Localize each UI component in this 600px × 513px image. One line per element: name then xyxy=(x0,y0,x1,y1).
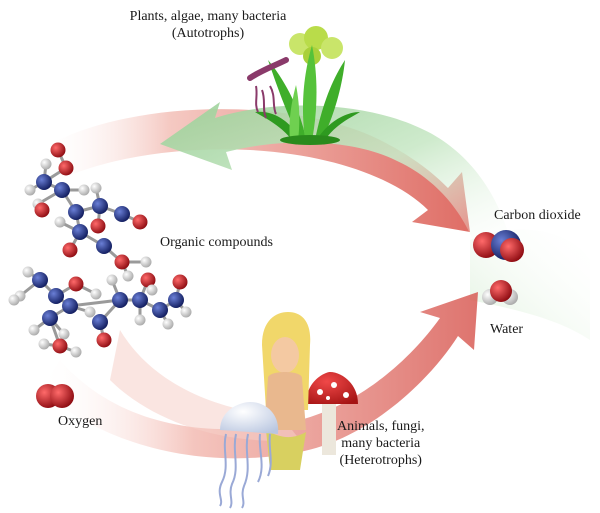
molecule-atom xyxy=(24,184,36,196)
molecule-atom xyxy=(90,182,102,194)
carbon-dioxide-molecule xyxy=(473,230,524,262)
molecule-atom xyxy=(68,276,84,292)
molecule-atom xyxy=(140,272,156,288)
molecule-atom xyxy=(112,292,128,308)
molecule-atom xyxy=(70,346,82,358)
organic-compounds-molecule xyxy=(8,142,192,358)
carbon-dioxide-label: Carbon dioxide xyxy=(494,208,581,223)
molecule-atom xyxy=(62,298,78,314)
molecule-atom xyxy=(152,302,168,318)
molecule-atom xyxy=(134,314,146,326)
plants-illustration xyxy=(255,26,360,145)
molecule-atom xyxy=(132,292,148,308)
molecule-atom xyxy=(48,288,64,304)
molecule-atom xyxy=(96,238,112,254)
molecule-atom xyxy=(114,206,130,222)
human-illustration xyxy=(262,312,311,470)
molecule-atom xyxy=(168,292,184,308)
molecule-atom xyxy=(40,158,52,170)
molecule-bond xyxy=(69,298,121,308)
water-molecule xyxy=(482,280,518,305)
molecule-atom xyxy=(140,256,152,268)
molecule-atom xyxy=(54,182,70,198)
molecule-atom xyxy=(42,310,58,326)
molecule-atom xyxy=(52,338,68,354)
water-label: Water xyxy=(490,322,524,337)
heterotrophs-label-line1: Animals, fungi, xyxy=(337,419,425,434)
molecule-atom xyxy=(50,142,66,158)
molecule-atom xyxy=(114,254,130,270)
heterotrophs-label: Animals, fungi, many bacteria (Heterotro… xyxy=(337,418,425,469)
molecule-atom xyxy=(162,318,174,330)
molecule-atom xyxy=(180,306,192,318)
oxygen-molecule xyxy=(36,384,74,408)
jellyfish-illustration xyxy=(218,402,279,509)
molecule-atom xyxy=(84,306,96,318)
molecule-atom xyxy=(68,204,84,220)
molecule-atom xyxy=(22,266,34,278)
molecule-atom xyxy=(132,214,148,230)
autotrophs-label-line2: (Autotrophs) xyxy=(171,26,245,41)
mushroom-illustration xyxy=(306,372,358,455)
molecule-atom xyxy=(92,314,108,330)
molecule-atom xyxy=(28,324,40,336)
molecule-atom xyxy=(58,328,70,340)
molecule-atom xyxy=(32,272,48,288)
organic-compounds-label: Organic compounds xyxy=(160,235,273,250)
arrow-to-autotrophs xyxy=(160,102,515,262)
molecule-atom xyxy=(96,332,112,348)
arrow-to-water xyxy=(40,292,478,459)
molecule-atom xyxy=(58,160,74,176)
molecule-atom xyxy=(36,174,52,190)
molecule-atom xyxy=(92,198,108,214)
molecule-atom xyxy=(90,218,106,234)
molecule-atom xyxy=(90,288,102,300)
heterotrophs-label-line3: (Heterotrophs) xyxy=(339,453,422,468)
heterotrophs-label-line2: many bacteria xyxy=(341,436,421,451)
oxygen-label: Oxygen xyxy=(58,414,103,429)
autotrophs-label: Plants, algae, many bacteria (Autotrophs… xyxy=(118,8,298,42)
molecule-atom xyxy=(62,242,78,258)
autotrophs-label-line1: Plants, algae, many bacteria xyxy=(129,9,287,24)
molecule-atom xyxy=(122,270,134,282)
molecule-atom xyxy=(34,202,50,218)
molecule-atom xyxy=(54,216,66,228)
molecule-atom xyxy=(78,184,90,196)
molecule-atom xyxy=(72,224,88,240)
molecule-atom xyxy=(172,274,188,290)
molecule-atom xyxy=(106,274,118,286)
molecule-atom xyxy=(8,294,20,306)
molecule-atom xyxy=(38,338,50,350)
algae-illustration xyxy=(247,57,289,119)
molecule-atom xyxy=(146,284,158,296)
